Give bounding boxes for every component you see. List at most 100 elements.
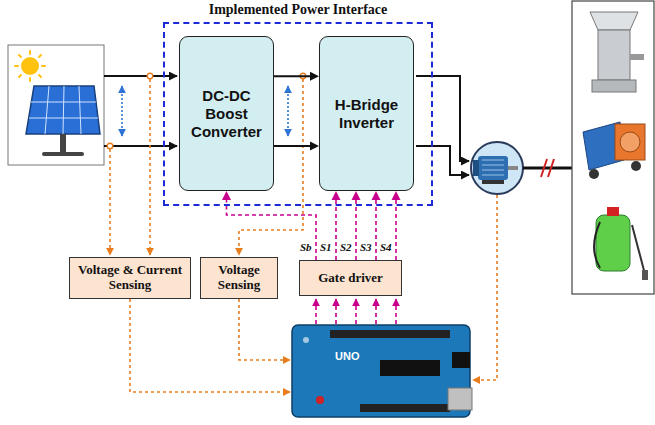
grinder-picture: [598, 30, 630, 80]
signal-name: S4: [380, 241, 392, 253]
connector-line: [375, 197, 377, 260]
motor-icon: [508, 166, 518, 170]
tap-point: [147, 73, 153, 79]
arduino-board: [330, 330, 450, 338]
arduino-board: [448, 388, 472, 410]
dc-wire: [104, 145, 177, 147]
sprayer-picture: [642, 270, 648, 280]
sprayer-picture: [594, 207, 648, 280]
signal-name: S1: [320, 241, 332, 253]
connector: [274, 72, 319, 81]
converter-box: DC-DC Boost Converter: [179, 36, 274, 191]
gate-driver-box: Gate driver: [299, 260, 402, 296]
sensing-wire: [473, 195, 497, 380]
connector: [222, 191, 316, 260]
dc-wire: [104, 75, 177, 77]
loads-panel: [572, 1, 654, 294]
motor-icon: [482, 165, 504, 166]
solar-panel-icon: [63, 86, 64, 134]
solar-panel-icon: [19, 75, 21, 77]
solar-panel-icon: [26, 86, 100, 134]
connector-line: [395, 197, 397, 260]
gate-signal: [316, 299, 396, 324]
grinder-picture: [590, 12, 644, 92]
shaft: [523, 159, 572, 177]
solar-panel-icon: [21, 57, 39, 75]
connector: [372, 191, 381, 260]
solar-panel-icon: [29, 78, 31, 81]
loads-panel: [572, 1, 654, 294]
shaft: [541, 159, 547, 177]
arduino-board: [380, 360, 440, 376]
gate-signal: [375, 299, 377, 324]
grinder-picture: [590, 12, 638, 30]
sensing-wire: [130, 299, 290, 392]
grinder-picture: [630, 54, 644, 60]
ac-wire: [416, 146, 469, 175]
arduino-board: [360, 404, 450, 412]
solar-panel-icon: [8, 45, 104, 165]
arduino-board: [316, 396, 324, 404]
sensing-box: Voltage Sensing: [200, 257, 278, 299]
shaft: [523, 167, 572, 170]
motor-icon: [471, 142, 523, 194]
sprayer-picture: [607, 207, 619, 216]
arduino-board: [292, 325, 470, 417]
connector: [352, 191, 361, 260]
arduino-board: [303, 337, 309, 343]
sprayer-picture: [594, 222, 600, 268]
signal-name: Sb: [300, 241, 312, 253]
sensing-wire: [239, 299, 290, 360]
voltage-indicator: [287, 86, 289, 136]
motor-icon: [482, 160, 504, 175]
solar-panel-icon: [29, 86, 98, 134]
solar-panel-icon: [39, 55, 41, 57]
dc-wire: [104, 76, 177, 146]
solar-panel-icon: [39, 75, 41, 77]
connector: [332, 191, 341, 260]
sensing-box: Voltage & Current Sensing: [69, 257, 191, 299]
shaft: [548, 159, 554, 177]
connector: [392, 191, 401, 260]
inverter-box: H-Bridge Inverter: [319, 36, 414, 191]
connector-line: [335, 197, 337, 260]
board-name: UNO: [335, 350, 359, 362]
connector-line: [227, 197, 317, 260]
connector-line: [274, 75, 313, 77]
chaff-cutter-picture: [620, 132, 640, 152]
solar-panel-icon: [8, 45, 104, 165]
solar-panel-icon: [44, 152, 82, 156]
box-label: Voltage & Current Sensing: [76, 263, 184, 293]
motor-icon: [482, 170, 504, 171]
solar-panel-icon: [45, 86, 49, 134]
solar-panel-icon: [60, 134, 66, 152]
gate-signal: [315, 299, 317, 324]
box-label: H-Bridge Inverter: [326, 96, 407, 132]
gate-signal: [355, 299, 357, 324]
motor-icon: [482, 180, 504, 184]
box-label: DC-DC Boost Converter: [186, 87, 267, 141]
gate-signal: [335, 299, 337, 324]
motor-icon: [473, 160, 479, 176]
solar-panel-icon: [42, 65, 45, 67]
motor-icon: [478, 156, 508, 180]
signal-name: S3: [360, 241, 372, 253]
sensing-wire: [149, 79, 151, 255]
box-label: Gate driver: [306, 271, 395, 286]
connector: [274, 142, 319, 151]
arrow-head: [372, 191, 381, 200]
connector-line: [355, 197, 357, 260]
solar-panel-icon: [15, 65, 18, 67]
region-heading: Implemented Power Interface: [105, 2, 491, 18]
solar-panel-icon: [79, 86, 81, 134]
solar-panel-icon: [19, 55, 21, 57]
chaff-cutter-picture: [583, 122, 645, 179]
arrow-head: [310, 72, 319, 81]
power-interface-region: Implemented Power InterfaceDC-DC Boost C…: [163, 22, 433, 206]
connector-line: [274, 145, 313, 147]
voltage-indicator: [121, 86, 123, 136]
tap-point: [107, 143, 113, 149]
chaff-cutter-picture: [631, 161, 641, 171]
arrow-head: [352, 191, 361, 200]
